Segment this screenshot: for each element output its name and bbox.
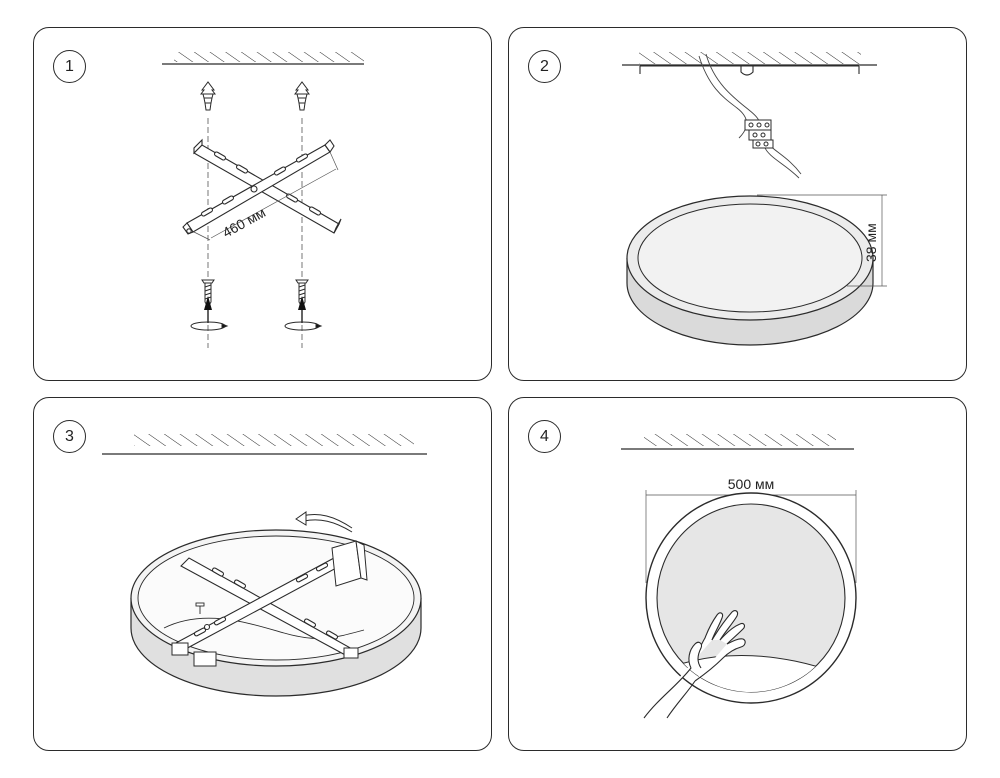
- step-3-illustration: [102, 434, 427, 697]
- arrow-up-icon: [204, 296, 306, 323]
- round-lamp-icon: [645, 492, 857, 704]
- step-2-number: 2: [528, 50, 561, 83]
- ceiling-hatch-icon: [162, 52, 364, 65]
- rotation-arrow-icon: [190, 321, 323, 331]
- step-4-panel: 4 500 мм: [508, 397, 967, 751]
- step-3-number: 3: [53, 420, 86, 453]
- step-1-panel: 1: [33, 27, 492, 381]
- clip-icon: [171, 540, 368, 667]
- ceiling-hatch-icon: [622, 52, 877, 66]
- step-3-panel: 3: [33, 397, 492, 751]
- dowel-icon: [200, 81, 310, 111]
- height-dimension: [757, 194, 887, 287]
- screw-icon: [195, 602, 205, 614]
- step-1-illustration: 460 мм: [162, 52, 364, 348]
- dimension-500-label: 500 мм: [728, 476, 775, 492]
- step-2-illustration: 38 мм: [622, 52, 887, 346]
- rotation-arrow-icon: [295, 511, 353, 533]
- mounting-bracket-icon: [182, 139, 335, 235]
- step-4-illustration: 500 мм: [621, 434, 857, 719]
- step-2-panel: 2: [508, 27, 967, 381]
- ceiling-plate-icon: [639, 65, 860, 76]
- ceiling-hatch-icon: [102, 434, 427, 455]
- wires-icon: [698, 53, 802, 179]
- dimension-38-label: 38 мм: [863, 223, 879, 262]
- step-1-number: 1: [53, 50, 86, 83]
- round-lamp-icon: [626, 195, 874, 346]
- step-4-number: 4: [528, 420, 561, 453]
- hand-icon: [643, 610, 746, 719]
- ceiling-hatch-icon: [621, 434, 854, 450]
- terminal-block-icon: [744, 119, 774, 149]
- screw-icon: [201, 279, 309, 308]
